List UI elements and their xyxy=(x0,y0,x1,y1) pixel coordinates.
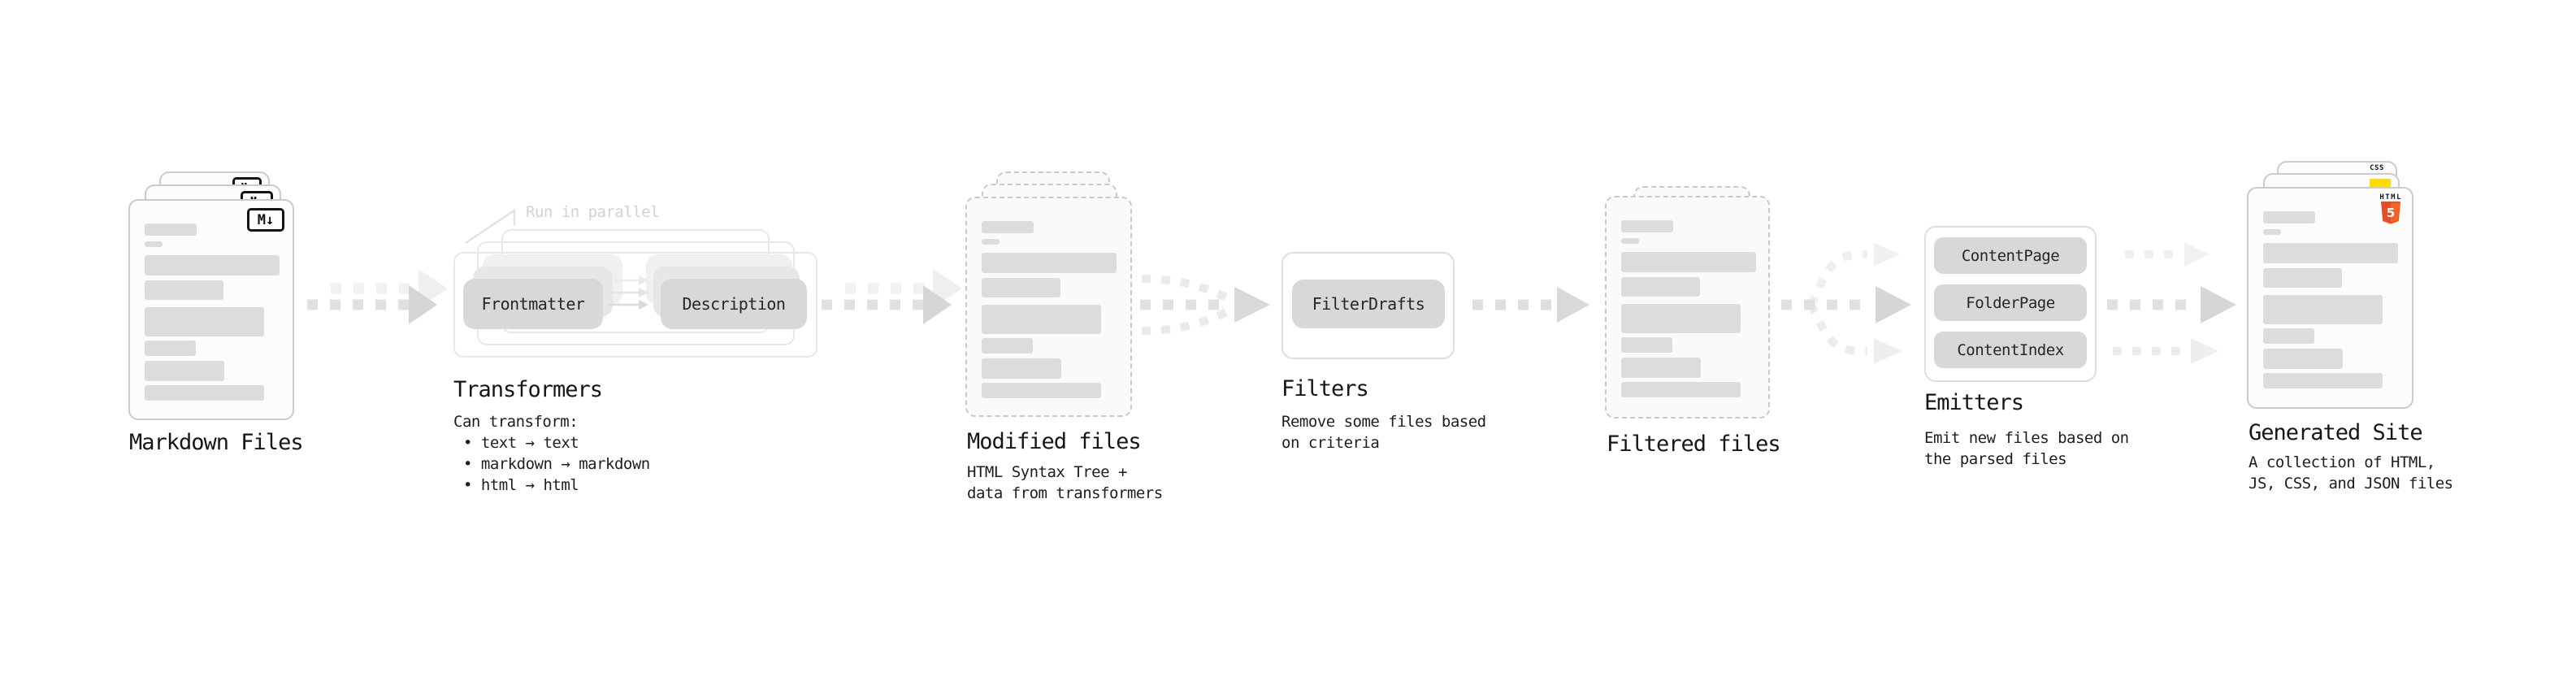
desc-title: Can transform: xyxy=(453,413,579,431)
skeleton-bar xyxy=(982,221,1034,233)
emitters-label: Emitters xyxy=(1924,390,2024,415)
desc-line: Remove some files based xyxy=(1281,413,1486,431)
skeleton-bar xyxy=(145,241,163,247)
filtered-file-card-front xyxy=(1605,196,1770,419)
skeleton-bar xyxy=(982,253,1117,273)
skeleton-bar xyxy=(2263,243,2398,263)
skeleton-bar xyxy=(1621,277,1700,297)
skeleton-bar xyxy=(2263,328,2314,344)
css-label: CSS xyxy=(2370,164,2384,172)
skeleton-bar xyxy=(2263,229,2281,235)
annotation-leader-line xyxy=(465,208,516,245)
modified-file-card-front xyxy=(965,197,1132,417)
merge-arrow-icon xyxy=(1140,275,1270,335)
markdown-file-card-front: M↓ xyxy=(128,199,294,420)
skeleton-bar xyxy=(1621,337,1672,353)
skeleton-bar xyxy=(1621,304,1741,333)
generated-site-description: A collection of HTML, JS, CSS, and JSON … xyxy=(2249,452,2453,494)
filters-description: Remove some files based on criteria xyxy=(1281,411,1486,453)
skeleton-bar xyxy=(145,385,264,401)
markdown-icon: M↓ xyxy=(247,208,284,232)
transformers-label: Transformers xyxy=(453,377,603,402)
html-file-card: HTML 5 xyxy=(2247,187,2413,409)
desc-line: HTML Syntax Tree + xyxy=(967,463,1127,481)
skeleton-bar xyxy=(982,278,1060,297)
skeleton-bar xyxy=(1621,238,1639,244)
skeleton-bar xyxy=(982,239,1000,245)
skeleton-bar xyxy=(1621,358,1701,378)
skeleton-bar xyxy=(145,340,196,356)
flow-arrow-icon xyxy=(1472,287,1589,323)
skeleton-bar xyxy=(982,305,1101,334)
flow-arrow-icon xyxy=(822,269,962,324)
skeleton-bar xyxy=(2263,295,2383,324)
markdown-files-label: Markdown Files xyxy=(129,430,304,455)
desc-line: JS, CSS, and JSON files xyxy=(2249,475,2453,492)
run-in-parallel-annotation: Run in parallel xyxy=(526,203,660,221)
skeleton-bar xyxy=(145,255,280,275)
skeleton-bar xyxy=(2263,268,2342,288)
flow-arrow-icon xyxy=(307,269,448,324)
modified-files-description: HTML Syntax Tree + data from transformer… xyxy=(967,462,1163,504)
svg-text:5: 5 xyxy=(2387,206,2395,220)
bullet-line: • text → text xyxy=(463,434,579,452)
html5-wordmark: HTML xyxy=(2379,193,2402,202)
skeleton-bar xyxy=(1621,252,1756,272)
skeleton-bar xyxy=(145,307,264,336)
contentindex-node: ContentIndex xyxy=(1934,332,2087,368)
generated-site-label: Generated Site xyxy=(2249,420,2423,445)
fanout-arrow-icon xyxy=(1781,243,1911,364)
skeleton-bar xyxy=(1621,220,1673,232)
skeleton-bar xyxy=(2263,211,2315,223)
filtered-files-label: Filtered files xyxy=(1607,432,1781,457)
triple-arrow-icon xyxy=(2107,242,2236,364)
filterdrafts-node: FilterDrafts xyxy=(1292,280,1445,328)
transformer-instance-box-front xyxy=(453,252,817,358)
desc-line: Emit new files based on xyxy=(1924,429,2129,447)
transform-arrows-icon xyxy=(608,275,648,310)
desc-line: on criteria xyxy=(1281,434,1380,452)
contentpage-node: ContentPage xyxy=(1934,237,2087,274)
folderpage-node: FolderPage xyxy=(1934,284,2087,321)
skeleton-bar xyxy=(982,383,1101,398)
transformers-description: Can transform: • text → text • markdown … xyxy=(453,411,650,496)
emitters-description: Emit new files based on the parsed files xyxy=(1924,427,2129,470)
bullet-line: • markdown → markdown xyxy=(463,455,650,473)
skeleton-bar xyxy=(1621,382,1741,397)
desc-line: A collection of HTML, xyxy=(2249,453,2435,471)
frontmatter-node: Frontmatter xyxy=(463,279,603,329)
skeleton-bar xyxy=(982,358,1061,379)
skeleton-bar xyxy=(145,223,197,236)
html5-shield: 5 xyxy=(2381,202,2401,224)
desc-line: the parsed files xyxy=(1924,450,2067,468)
filters-label: Filters xyxy=(1281,376,1369,401)
skeleton-bar xyxy=(145,280,223,300)
skeleton-bar xyxy=(2263,373,2383,388)
modified-files-label: Modified files xyxy=(967,429,1142,454)
bullet-line: • html → html xyxy=(463,476,579,494)
description-node: Description xyxy=(661,279,807,329)
skeleton-bar xyxy=(145,361,224,381)
skeleton-bar xyxy=(2263,349,2343,369)
html5-icon: HTML 5 xyxy=(2379,193,2402,228)
desc-line: data from transformers xyxy=(967,484,1163,502)
skeleton-bar xyxy=(982,338,1033,354)
